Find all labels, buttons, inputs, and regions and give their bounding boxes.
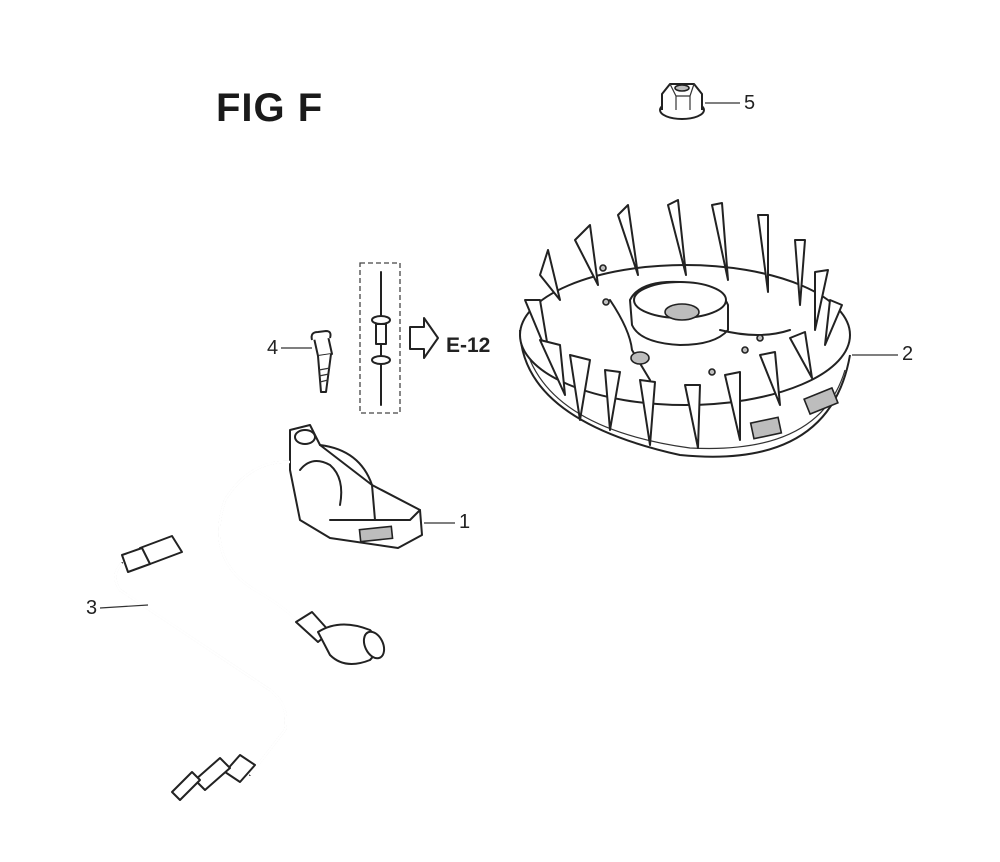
part-3-stop-wire <box>99 535 288 801</box>
reference-label: E-12 <box>446 334 491 357</box>
part-2-flywheel <box>519 199 898 458</box>
figure-title: FIG F <box>216 86 324 130</box>
callout-3: 3 <box>86 597 98 619</box>
callout-1: 1 <box>459 511 471 533</box>
part-5-flange-nut <box>659 83 740 120</box>
callout-4: 4 <box>267 337 279 359</box>
reference-box <box>359 262 439 414</box>
callout-5: 5 <box>744 92 756 114</box>
callout-2: 2 <box>902 343 914 365</box>
part-4-bolt <box>281 330 333 393</box>
part-1-ignition-coil <box>218 424 455 665</box>
